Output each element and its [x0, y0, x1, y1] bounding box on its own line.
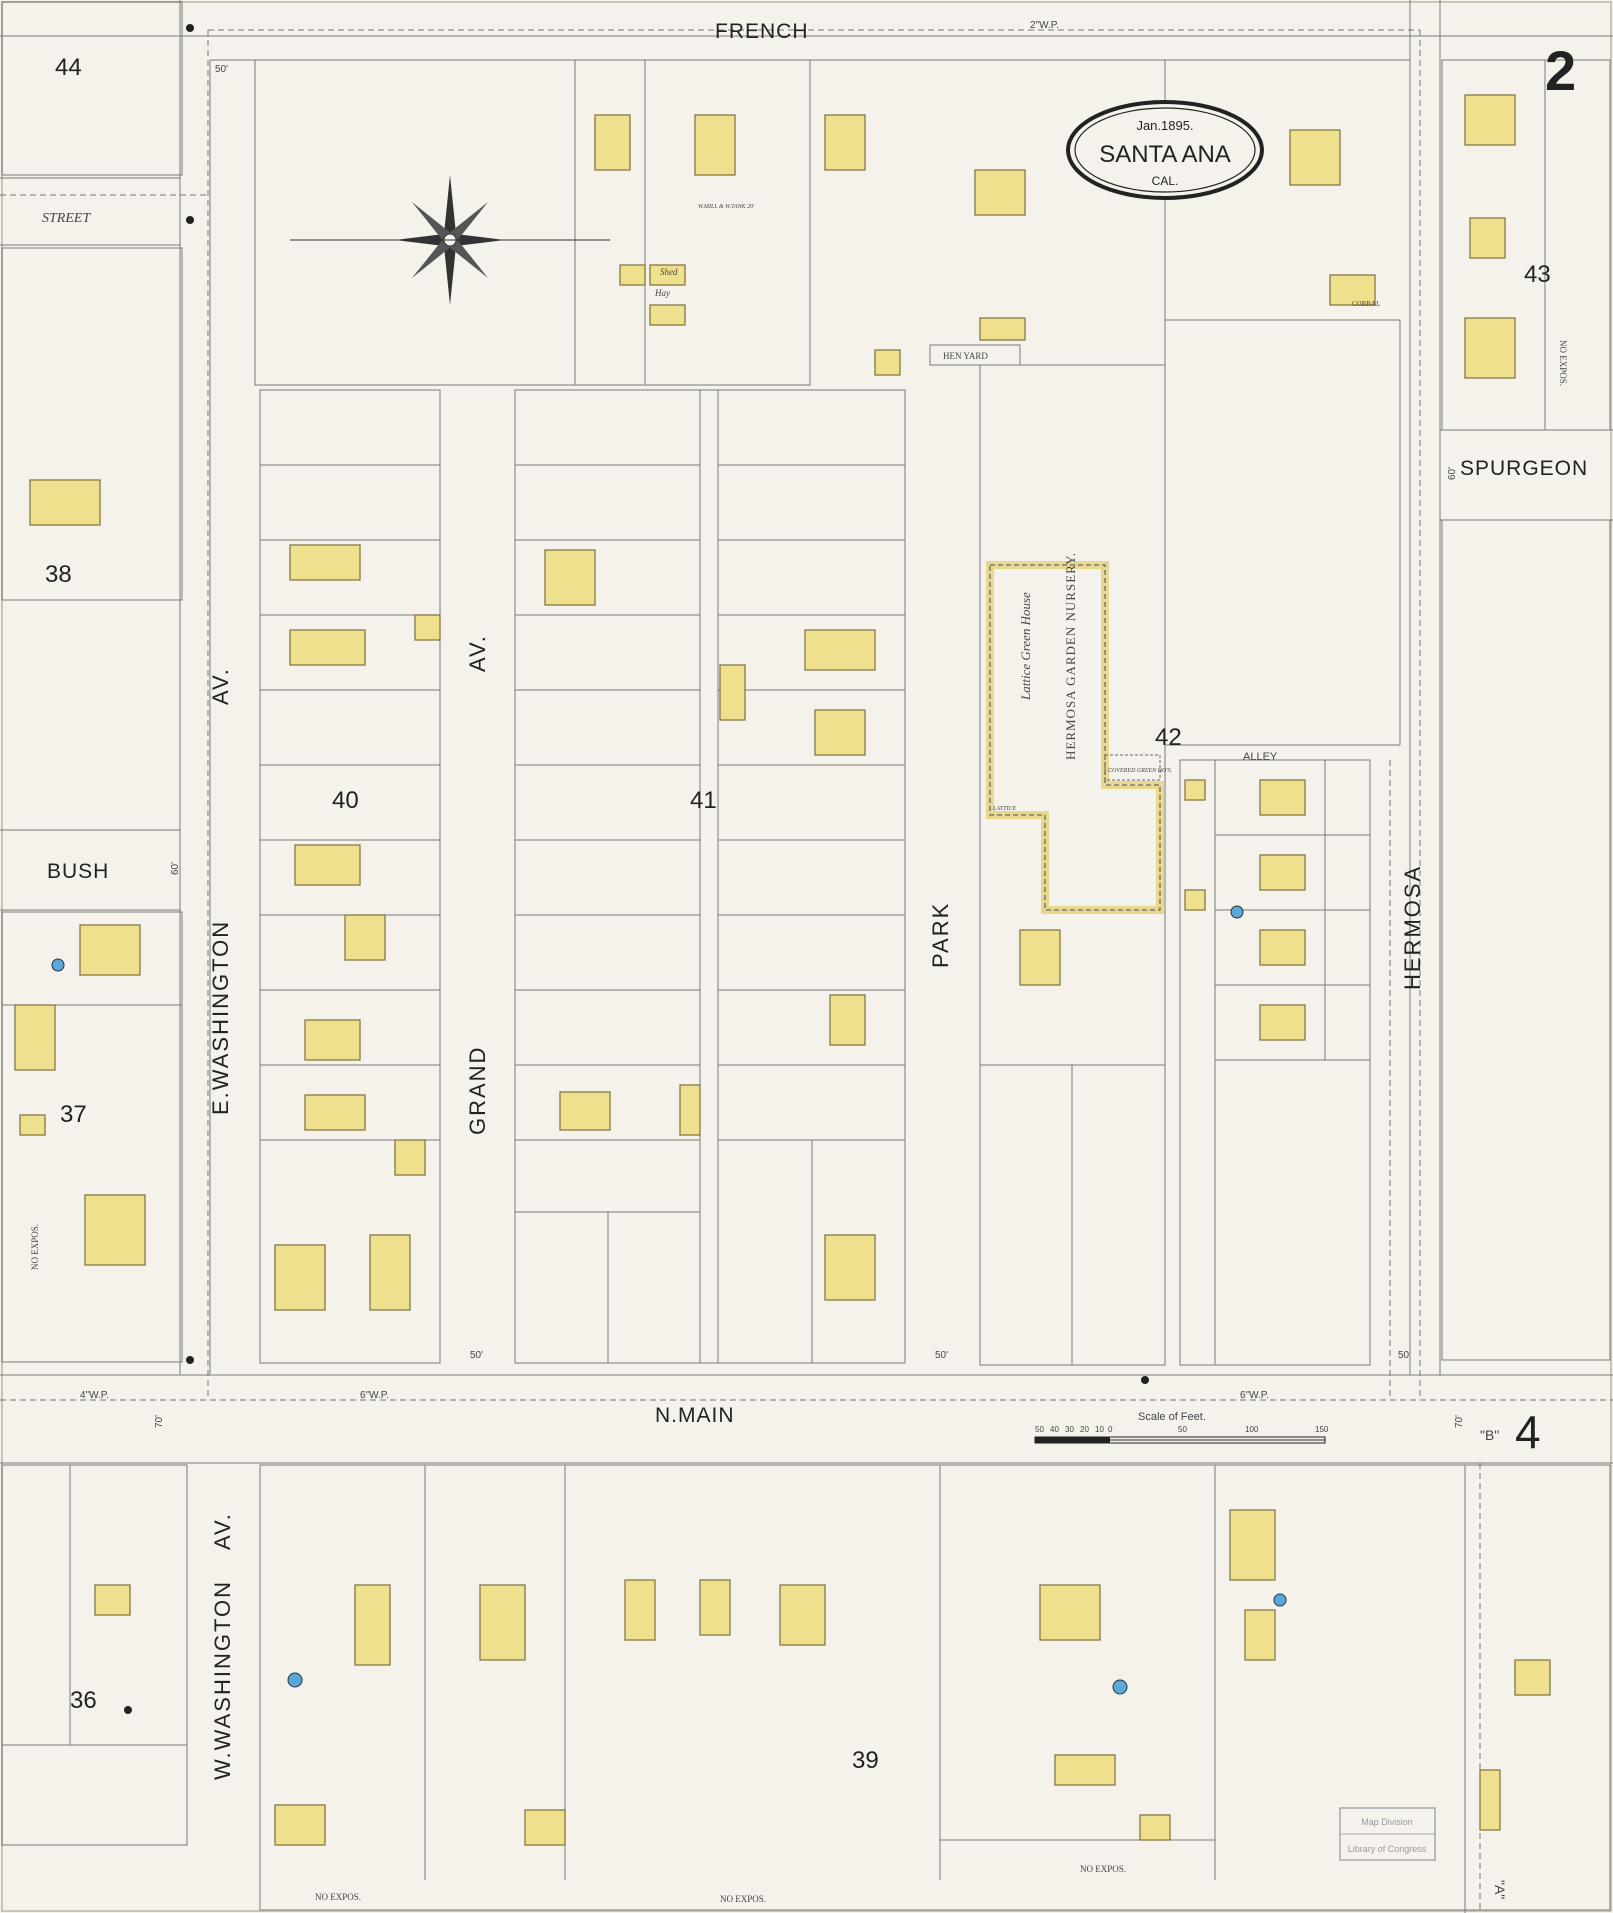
scale-label: Scale of Feet. [1138, 1411, 1206, 1423]
street-w-washington: W.WASHINGTON [210, 1580, 235, 1780]
nursery-line1: Lattice Green House [1018, 592, 1033, 701]
street-e-washington-av: AV. [208, 667, 233, 705]
block-37-outline [1, 911, 183, 1363]
no-expos-label: NO EXPOS. [1080, 1864, 1126, 1874]
street-width-note: 50' [215, 64, 228, 75]
water-pipe-note: 6"W.P. [360, 1390, 389, 1401]
block-number: 43 [1524, 261, 1551, 288]
hermosa-garden-nursery: Lattice Green House HERMOSA GARDEN NURSE… [986, 552, 1172, 914]
title-date: Jan.1895. [1136, 118, 1193, 133]
adjacent-sheet-number: 4 [1515, 1406, 1541, 1458]
water-pipe-note: 2"W.P. [1030, 20, 1059, 31]
upper-block [254, 59, 1376, 386]
block-41 [514, 389, 906, 1364]
lattice-label: LATTICE [992, 806, 1016, 812]
block-number: 39 [852, 1747, 879, 1774]
block-40 [259, 389, 441, 1364]
map-title: Jan.1895. SANTA ANA CAL. [1066, 100, 1264, 200]
scale-tick: 40 [1050, 1425, 1059, 1434]
block-number: 42 [1155, 724, 1182, 751]
scale-tick: 20 [1080, 1425, 1089, 1434]
block-44-outline [1, 1, 183, 176]
street-french: FRENCH [715, 20, 809, 43]
water-pipe-note: 6"W.P. [1240, 1390, 1269, 1401]
water-pipe-note: 4"W.P. [80, 1390, 109, 1401]
street-alley: ALLEY [1243, 751, 1278, 763]
street-width-note: 70' [1454, 1415, 1465, 1428]
scale-tick: 0 [1108, 1425, 1113, 1434]
scale-tick: 50 [1178, 1425, 1187, 1434]
street-e-washington: E.WASHINGTON [208, 920, 233, 1115]
block-number: 41 [690, 787, 717, 814]
block-43 [1441, 59, 1611, 1361]
scale-tick: 150 [1315, 1425, 1329, 1434]
street-n-main: N.MAIN [655, 1404, 735, 1427]
street-width-note: 60' [1447, 467, 1458, 480]
block-number: 36 [70, 1687, 97, 1714]
title-state: CAL. [1152, 174, 1179, 188]
block-39 [259, 1464, 1611, 1913]
street-hermosa: HERMOSA [1400, 865, 1425, 990]
svg-text:HERMOSA GARDEN NURSERY.: HERMOSA GARDEN NURSERY. [1063, 552, 1078, 760]
street-w-washington-av: AV. [210, 1512, 235, 1550]
scale-tick: 10 [1095, 1425, 1104, 1434]
right-top-block [979, 60, 1401, 1366]
no-expos-label: NO EXPOS. [315, 1892, 361, 1902]
street-grand-av: AV. [465, 634, 490, 672]
dashed-boundaries [0, 29, 1613, 1913]
block-42 [1179, 759, 1371, 1366]
street-width-note: 70' [154, 1415, 165, 1428]
hen-yard-label: HEN YARD [943, 351, 988, 361]
svg-text:Lattice Green House: Lattice Green House [1018, 592, 1033, 701]
block-36 [1, 1464, 188, 1846]
street-width-note: 60' [170, 862, 181, 875]
street-grand: GRAND [465, 1046, 490, 1135]
shed-label: Shed [660, 267, 678, 277]
nursery-line2: HERMOSA GARDEN NURSERY. [1063, 552, 1078, 760]
street-width-note: 50' [1398, 1350, 1411, 1361]
street-width-note: 50' [470, 1350, 483, 1361]
block-number: 40 [332, 787, 359, 814]
scale-tick: 50 [1035, 1425, 1044, 1434]
scale-bar: Scale of Feet. 50 40 30 20 10 0 50 100 1… [1034, 1411, 1329, 1444]
library-stamp: Map Division Library of Congress [1339, 1807, 1436, 1861]
street-street: STREET [42, 211, 91, 226]
street-a: "A" [1492, 1880, 1508, 1899]
street-b: "B" [1480, 1427, 1499, 1443]
stamp-line1: Map Division [1361, 1817, 1413, 1827]
street-width-note: 50' [935, 1350, 948, 1361]
corral-label: CORRAL [1352, 300, 1380, 308]
no-expos-label: NO EXPOS. [30, 1224, 40, 1270]
no-expos-label: NO EXPOS. [1558, 340, 1568, 386]
hay-label: Hay [654, 288, 670, 298]
street-park: PARK [928, 902, 953, 968]
block-number: 37 [60, 1101, 87, 1128]
scale-tick: 100 [1245, 1425, 1259, 1434]
title-city: SANTA ANA [1099, 141, 1231, 168]
compass-rose-icon [290, 175, 610, 305]
street-spurgeon: SPURGEON [1460, 457, 1588, 480]
scale-tick: 30 [1065, 1425, 1074, 1434]
block-number: 44 [55, 54, 82, 81]
street-bush: BUSH [47, 860, 109, 883]
no-expos-label: NO EXPOS. [720, 1894, 766, 1904]
covered-green-house: COVERED GREEN HO'S. [1108, 768, 1172, 774]
w-mill-label: W.MILL & W.TANK 20' [698, 204, 755, 210]
stamp-line2: Library of Congress [1348, 1844, 1427, 1854]
sheet-number: 2 [1545, 39, 1576, 102]
block-number: 38 [45, 561, 72, 588]
